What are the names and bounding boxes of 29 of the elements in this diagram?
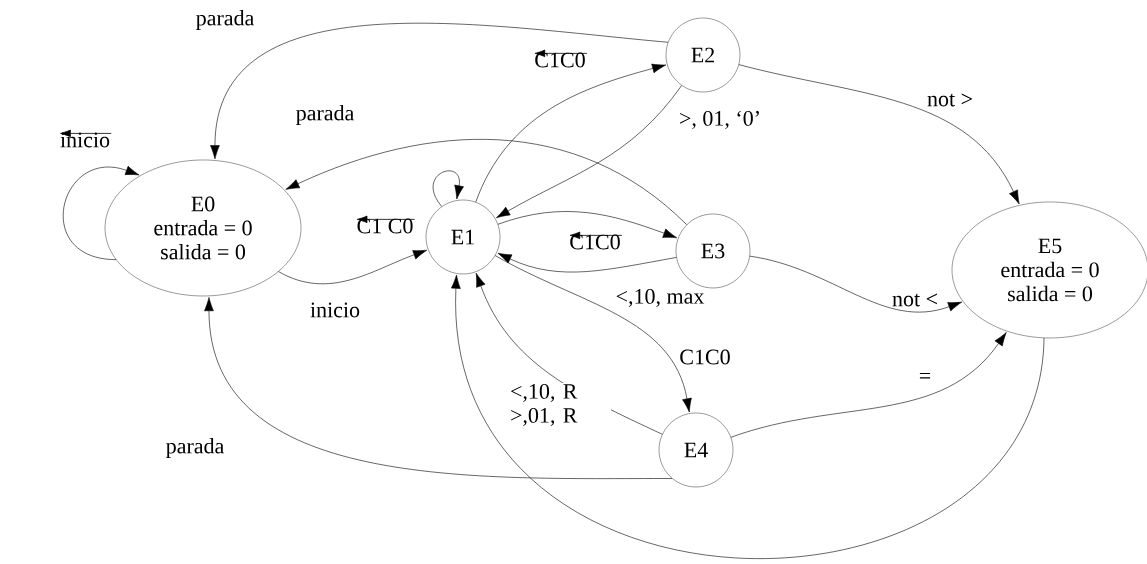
edge-label: parada bbox=[294, 104, 356, 126]
edge-label: >, 01, ‘0’ bbox=[678, 109, 763, 130]
edge-label: parada bbox=[194, 9, 256, 31]
arrow bbox=[497, 253, 677, 273]
edge-label: C1C0 bbox=[678, 348, 732, 366]
arrow bbox=[497, 211, 678, 239]
arrow bbox=[285, 139, 687, 225]
edge-label: not > bbox=[926, 92, 974, 108]
edge-label: inicio bbox=[58, 129, 112, 149]
edge-label: not < bbox=[891, 292, 939, 308]
edge-label: parada bbox=[164, 437, 226, 459]
edge-label: <,10, R >,01, R bbox=[509, 383, 611, 427]
arrow bbox=[210, 22, 669, 160]
arrow bbox=[496, 85, 682, 218]
arrow bbox=[432, 170, 464, 207]
edge-label: = bbox=[917, 371, 933, 384]
arrow bbox=[749, 255, 963, 313]
arrow bbox=[738, 64, 1020, 205]
arrow bbox=[475, 63, 667, 203]
arrow bbox=[204, 297, 673, 479]
arrow bbox=[730, 332, 1007, 438]
arrow bbox=[451, 274, 1045, 559]
edge-label: <,10, max bbox=[614, 288, 706, 308]
arrow bbox=[494, 255, 692, 413]
arrow bbox=[62, 165, 140, 260]
edge-label: C1C0 bbox=[568, 231, 623, 251]
edge-label: inicio bbox=[308, 301, 362, 319]
arrow bbox=[278, 249, 428, 284]
edge-label: C1C0 bbox=[533, 49, 588, 69]
